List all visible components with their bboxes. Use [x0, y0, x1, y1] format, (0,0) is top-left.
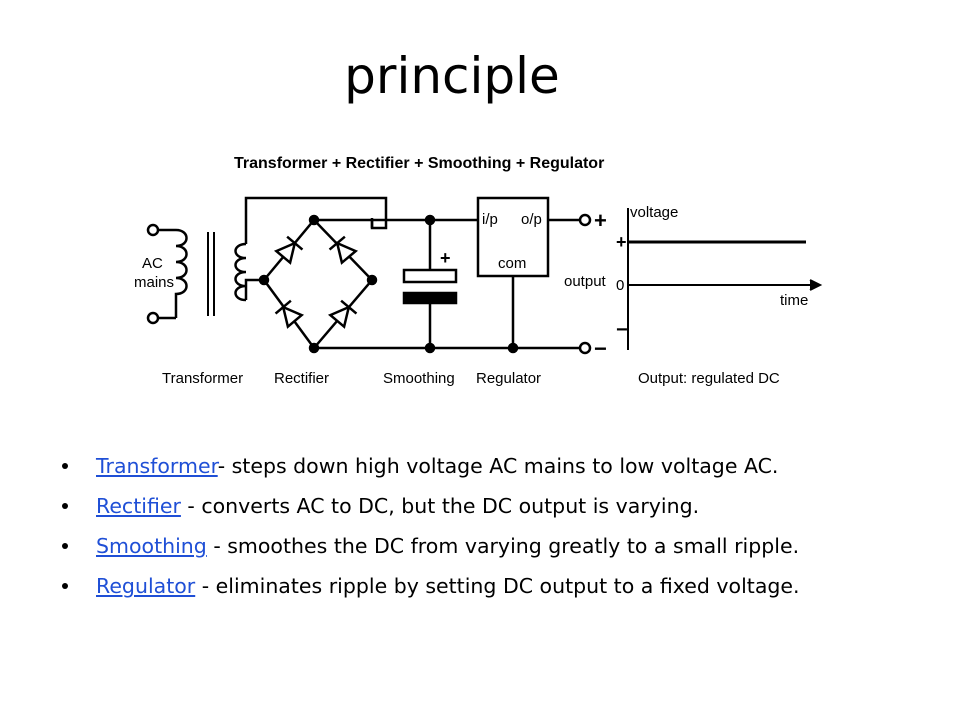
bridge-rectifier [258, 214, 378, 354]
stage-label-smoothing: Smoothing [383, 370, 455, 387]
diode-bottom-left [274, 299, 305, 329]
bullet-text: - steps down high voltage AC mains to lo… [217, 454, 779, 478]
diagram-heading: Transformer + Rectifier + Smoothing + Re… [234, 155, 604, 172]
mains-label: mains [134, 274, 174, 291]
bullet-item: Smoothing - smoothes the DC from varying… [62, 526, 942, 566]
smoothing-link[interactable]: Smoothing [96, 534, 207, 558]
ac-mains-input: AC mains [134, 223, 188, 325]
graph-zero: 0 [616, 277, 624, 294]
regulator-ip-label: i/p [482, 211, 498, 228]
rectifier-link[interactable]: Rectifier [96, 494, 181, 518]
regulator-op-label: o/p [521, 211, 542, 228]
diode-bottom-right [327, 299, 358, 329]
smoothing-capacitor: + [402, 214, 458, 354]
bullet-text: - smoothes the DC from varying greatly t… [206, 534, 800, 558]
output-label: output [564, 273, 607, 290]
bullet-text: - converts AC to DC, but the DC output i… [180, 494, 700, 518]
output-caption: Output: regulated DC [638, 370, 780, 387]
output-plus: + [594, 208, 607, 233]
graph-time-label: time [780, 292, 808, 309]
secondary-bottom-wire [244, 278, 264, 300]
bullet-text: - eliminates ripple by setting DC output… [195, 574, 800, 598]
transformer-secondary-coil [234, 242, 247, 302]
graph-voltage-label: voltage [630, 204, 678, 221]
regulator-block: i/p o/p com [476, 196, 580, 354]
graph-minus: − [616, 319, 628, 341]
output-terminals: + − output [564, 208, 607, 361]
diode-top-left [273, 235, 304, 265]
bullet-item: Rectifier - converts AC to DC, but the D… [62, 486, 942, 526]
capacitor-plus: + [440, 248, 451, 268]
output-graph: voltage + 0 − time [616, 204, 823, 350]
power-supply-diagram: Transformer + Rectifier + Smoothing + Re… [134, 155, 823, 387]
transformer-link[interactable]: Transformer [96, 454, 218, 478]
transformer-core [207, 232, 215, 316]
regulator-com-label: com [498, 255, 526, 272]
bullet-list: Transformer- steps down high voltage AC … [62, 446, 942, 606]
bullet-item: Regulator - eliminates ripple by setting… [62, 566, 942, 606]
stage-label-regulator: Regulator [476, 370, 541, 387]
stage-label-rectifier: Rectifier [274, 370, 329, 387]
slide-title: principle [344, 47, 560, 105]
stage-label-transformer: Transformer [162, 370, 243, 387]
regulator-link[interactable]: Regulator [96, 574, 196, 598]
ac-label: AC [142, 255, 163, 272]
graph-plus: + [616, 232, 627, 252]
bullet-item: Transformer- steps down high voltage AC … [62, 446, 942, 486]
diode-top-right [328, 235, 359, 265]
output-minus: − [594, 336, 607, 361]
